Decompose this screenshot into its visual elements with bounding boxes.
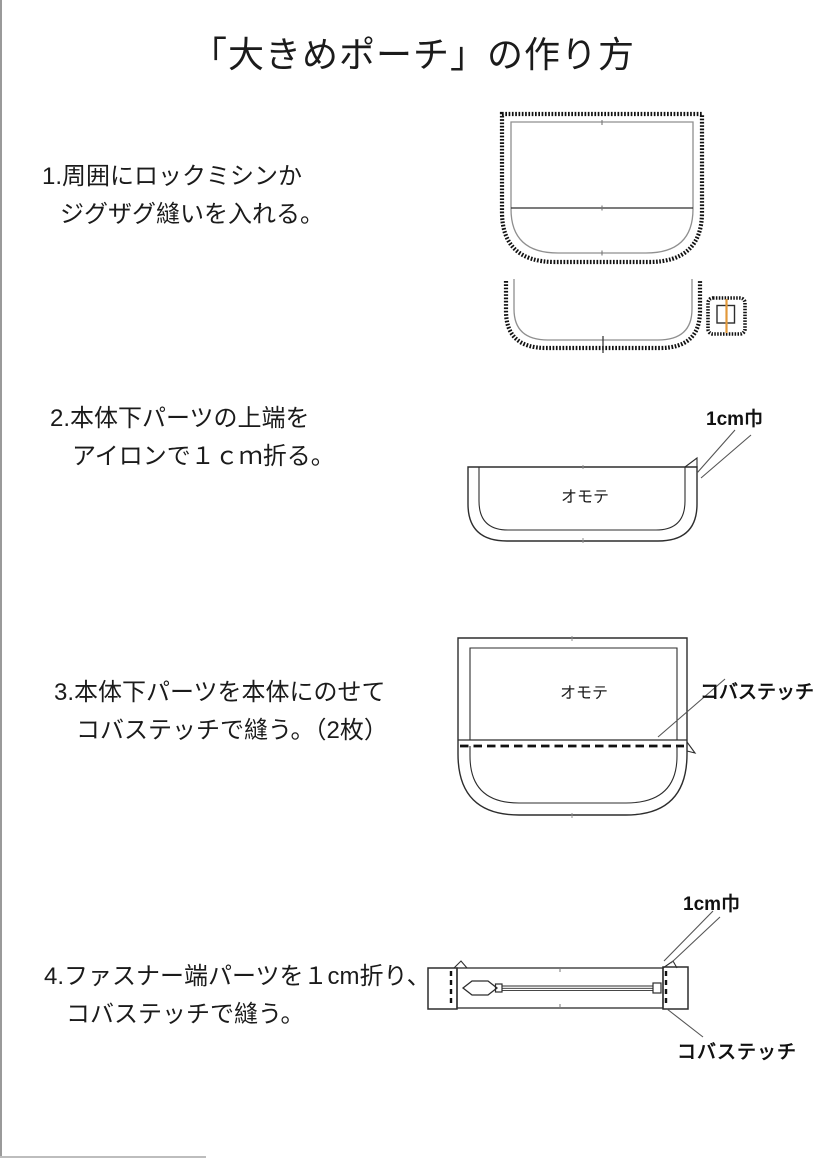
zipper-pull (461, 980, 499, 996)
fold-width-pointer-lines (696, 429, 752, 479)
edge-stitch-pointer-line (657, 678, 726, 738)
zipper-end-part-right (662, 966, 689, 1010)
diagram-step1-bottom-part (503, 279, 703, 353)
step-1-line-2: ジグザグ縫いを入れる。 (60, 201, 324, 228)
fold-width-label-step2: 1cm巾 (706, 409, 764, 430)
step-3-line-1: 3.本体下パーツを本体にのせて (54, 679, 386, 706)
inner-seam-line (510, 121, 694, 254)
diagram-step1-zipper-end-part (706, 296, 747, 336)
step-1-line-1: 1.周囲にロックミシンか (42, 163, 303, 190)
zigzag-stitch-outline (499, 111, 705, 265)
edge-stitch-pointer-line (666, 1008, 704, 1038)
inner-seam-line-top (469, 647, 678, 740)
front-side-label: オモテ (561, 489, 609, 506)
inner-seam-line-bottom (469, 746, 678, 804)
front-side-label: オモテ (560, 685, 608, 702)
step-4-line-2: コバステッチで縫う。 (66, 1001, 305, 1028)
zipper-end-part-left (427, 967, 458, 1010)
page-scan-edge-left (0, 0, 2, 1157)
fold-width-label-step4: 1cm巾 (683, 894, 741, 915)
step-2-instructions: 2.本体下パーツの上端を アイロンで１ｃｍ折る。 (50, 400, 335, 476)
body-outline (457, 637, 688, 816)
diagram-step1-main-body (499, 111, 705, 265)
zipper-teeth-lines (502, 985, 653, 992)
diagram-step2-folded-bottom-part: オモテ (467, 429, 752, 543)
step-2-line-1: 2.本体下パーツの上端を (50, 405, 310, 432)
page-scan-edge-bottom (0, 1156, 206, 1158)
zipper-stop (652, 982, 662, 994)
zigzag-stitch-outline (706, 296, 747, 336)
inner-seam-line (513, 279, 693, 341)
step-1-instructions: 1.周囲にロックミシンか ジグザグ縫いを入れる。 (42, 158, 324, 234)
step-3-instructions: 3.本体下パーツを本体にのせて コバステッチで縫う。（2枚） (54, 674, 388, 750)
step-3-line-2: コバステッチで縫う。（2枚） (76, 717, 388, 744)
page-title: 「大きめポーチ」の作り方 (190, 34, 635, 75)
fold-width-pointer-lines (663, 910, 721, 964)
edge-stitch-label-step3: コバステッチ (700, 682, 815, 703)
part-outline (467, 466, 698, 542)
inner-fold-line (478, 467, 686, 531)
diagram-step3-assembled-body: オモテ (457, 636, 726, 818)
step-4-instructions: 4.ファスナー端パーツを１cm折り、 コバステッチで縫う。 (44, 958, 431, 1034)
fold-corner-flap (686, 741, 697, 754)
fold-corner-flaps (453, 960, 678, 969)
step-4-line-1: 4.ファスナー端パーツを１cm折り、 (44, 963, 431, 990)
edge-stitch-label-step4: コバステッチ (677, 1042, 798, 1063)
fold-corner-flap (684, 456, 698, 468)
diagram-step4-zipper (427, 910, 721, 1038)
step-2-line-2: アイロンで１ｃｍ折る。 (72, 443, 335, 470)
